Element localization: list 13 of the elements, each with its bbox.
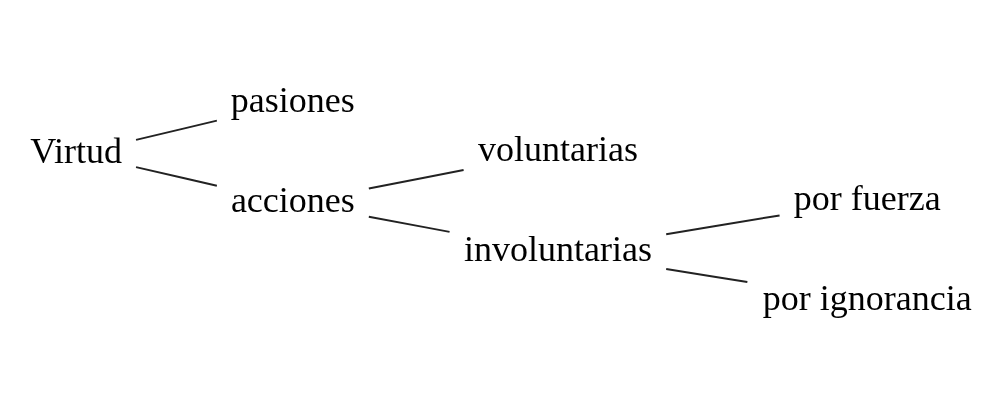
node-text: acciones bbox=[230, 179, 355, 220]
connector bbox=[665, 267, 749, 283]
connector bbox=[367, 168, 465, 189]
node-text: Virtud bbox=[30, 130, 122, 171]
node-text: pasiones bbox=[230, 79, 355, 120]
node-text: por fuerza bbox=[793, 177, 941, 218]
connector bbox=[665, 213, 781, 235]
connector bbox=[135, 119, 218, 141]
node-text: voluntarias bbox=[477, 128, 638, 169]
connector bbox=[135, 165, 218, 187]
node-text: por ignorancia bbox=[762, 277, 972, 318]
connector bbox=[367, 215, 451, 233]
node-text: involuntarias bbox=[463, 228, 652, 269]
